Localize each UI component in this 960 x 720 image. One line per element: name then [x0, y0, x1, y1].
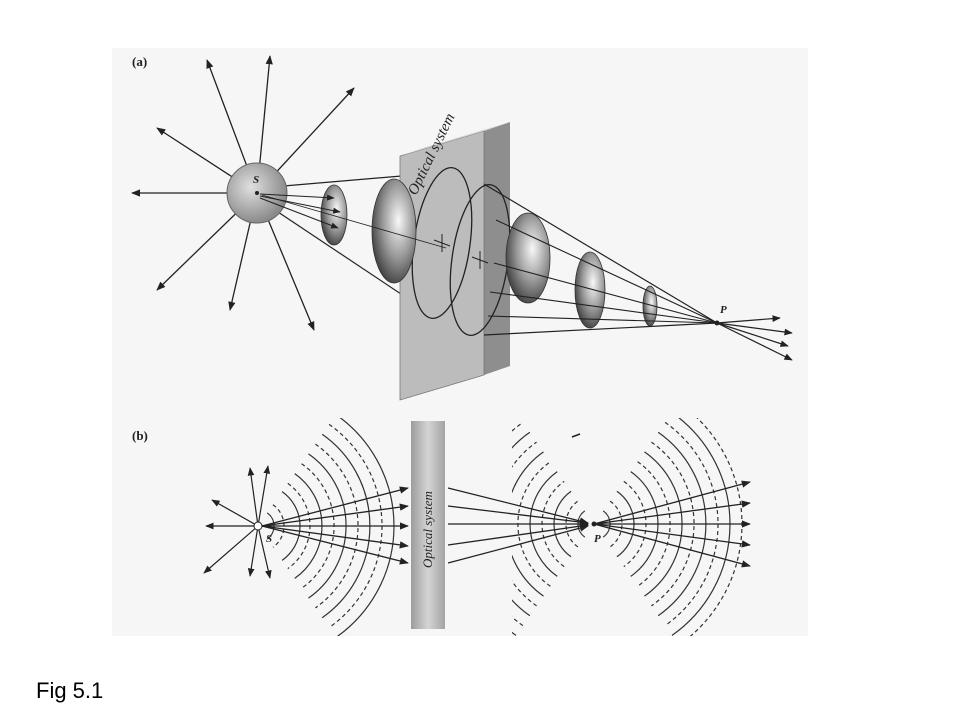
source-label-b: S	[266, 533, 272, 545]
rays-after-focus-b	[593, 480, 751, 568]
source-rays-b	[203, 465, 272, 579]
diverging-wavefront	[320, 184, 348, 246]
diverging-rays-after-focus	[716, 315, 793, 361]
optics-diagram: (a) Optical system S	[112, 48, 808, 636]
converging-rays	[487, 219, 718, 324]
rays-to-focus-b	[447, 487, 589, 564]
optical-system-plate-a	[399, 122, 510, 401]
converging-wavefront	[642, 285, 658, 327]
rays-to-system-b	[261, 486, 409, 565]
panel-a-diagram: (a) Optical system S	[131, 54, 793, 401]
slide-caption: Fig 5.1	[36, 678, 104, 703]
panel-a-label: (a)	[132, 54, 147, 69]
optical-system-label-b: Optical system	[420, 491, 435, 568]
panel-b-diagram: (b) Optical system S	[132, 418, 751, 636]
converging-wavefront	[574, 251, 606, 329]
wavefront-arc	[512, 451, 544, 597]
converging-wavefront	[505, 212, 551, 304]
outgoing-cone	[483, 183, 718, 336]
source-label-a: S	[253, 174, 259, 186]
optical-system-plate-b	[411, 421, 445, 629]
focus-label-a: P	[720, 304, 727, 316]
focus-label-b: P	[594, 533, 601, 545]
figure-panel: (a) Optical system S	[112, 48, 808, 636]
panel-b-label: (b)	[132, 428, 148, 443]
source-point-b	[253, 521, 263, 531]
inner-rays	[259, 193, 447, 249]
diverging-wavefront	[371, 178, 417, 284]
